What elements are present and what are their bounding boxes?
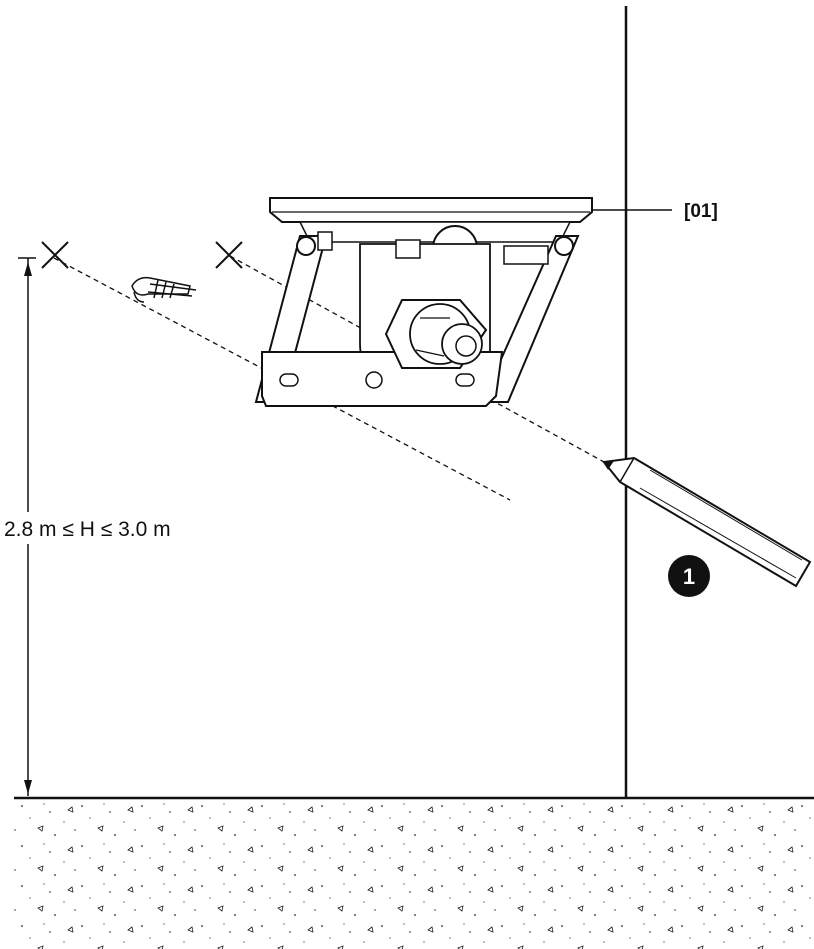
- marking-line-right: [229, 255, 605, 463]
- part-code-label: [01]: [684, 201, 718, 222]
- step-badge: [668, 555, 710, 597]
- cross-mark-icon: [41, 241, 69, 269]
- concrete-floor: [14, 800, 814, 949]
- step-number: 1: [683, 564, 695, 589]
- pencil-icon: [602, 456, 812, 588]
- device-bracket: [254, 197, 593, 407]
- height-label: 2.8 m ≤ H ≤ 3.0 m: [4, 518, 171, 541]
- height-label-bg: [2, 512, 192, 544]
- wall-plug-icon: [131, 276, 197, 303]
- cross-mark-icon: [215, 241, 243, 269]
